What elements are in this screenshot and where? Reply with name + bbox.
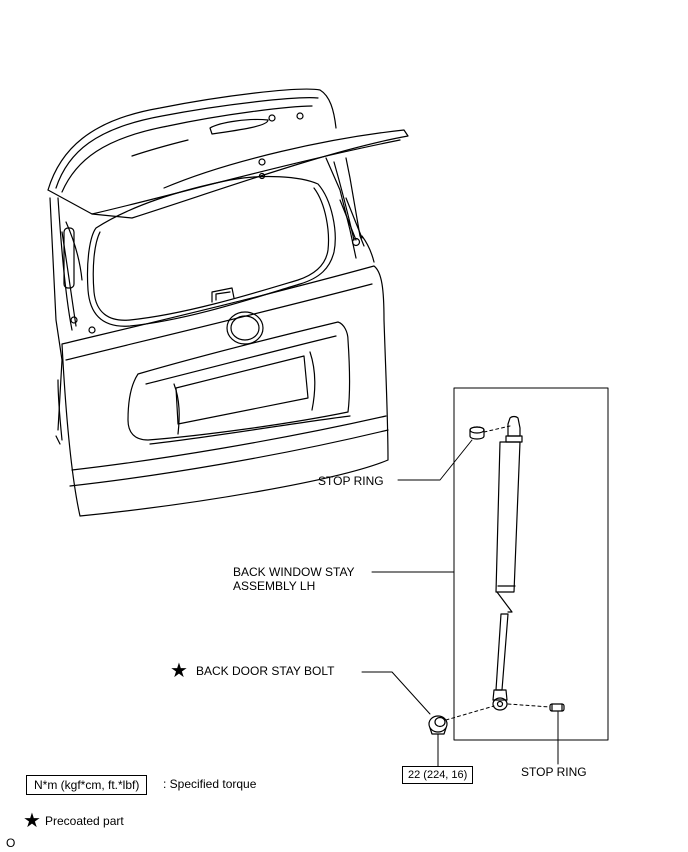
leader-lines <box>361 439 559 767</box>
dashed-leader-top <box>483 425 511 433</box>
label-stop-ring-bottom: STOP RING <box>521 765 587 779</box>
stop-ring-bottom-part <box>549 703 565 712</box>
dashed-leader-bolt <box>445 705 495 721</box>
label-stop-ring-top: STOP RING <box>318 474 384 488</box>
star-icon: ★ <box>23 810 41 832</box>
star-icon: ★ <box>170 660 188 682</box>
legend-torque-box: N*m (kgf*cm, ft.*lbf) <box>26 775 148 795</box>
legend-precoated-desc: Precoated part <box>45 814 124 828</box>
stay-bolt-part <box>428 715 448 735</box>
legend-torque-desc: : Specified torque <box>163 777 257 791</box>
gas-stay-strut <box>492 415 523 711</box>
stop-ring-top-part <box>469 426 485 440</box>
label-stay-assembly-line2: ASSEMBLY LH <box>233 579 316 593</box>
back-door-illustration <box>47 88 409 517</box>
label-stay-bolt: BACK DOOR STAY BOLT <box>196 664 335 678</box>
footer-code: O <box>6 836 16 850</box>
dashed-leader-bottom <box>507 703 551 708</box>
detail-frame <box>453 387 609 741</box>
label-stay-assembly-line1: BACK WINDOW STAY <box>233 565 355 579</box>
torque-value-box: 22 (224, 16) <box>402 766 474 784</box>
